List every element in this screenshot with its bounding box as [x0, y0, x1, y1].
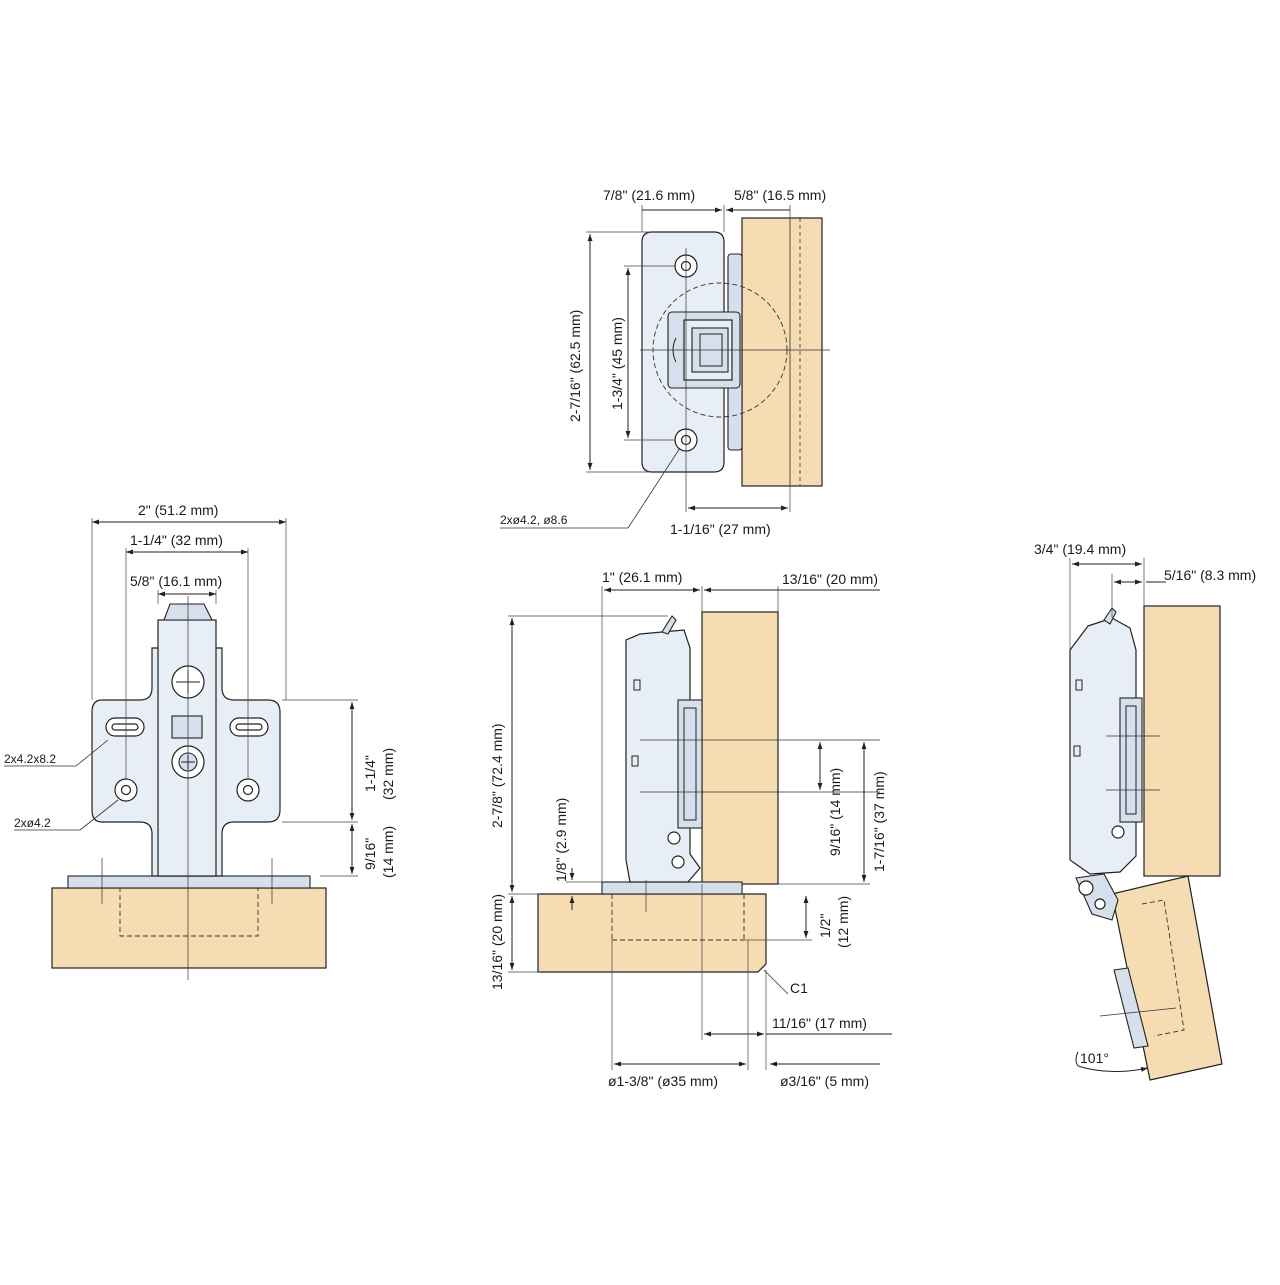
dim-side-width-cup: 1" (26.1 mm): [602, 569, 682, 585]
top-panel: [741, 217, 823, 487]
dim-side-door-thickness: 13/16" (20 mm): [489, 894, 505, 990]
dim-side-height-total: 2-7/8" (72.4 mm): [489, 723, 505, 828]
side-view: 1" (26.1 mm) 13/16" (20 mm) 2-7/8" (72.4…: [489, 569, 892, 1089]
dim-side-door-thick: 13/16" (20 mm): [782, 571, 878, 587]
side-door-panel: [701, 611, 779, 885]
dim-side-pitch: 9/16" (14 mm): [827, 768, 843, 856]
dim-front-height-upper-a: 1-1/4": [362, 755, 378, 792]
dim-open-width: 3/4" (19.4 mm): [1034, 541, 1126, 557]
dim-side-height-plate: 1-7/16" (37 mm): [871, 771, 887, 872]
open-view: 3/4" (19.4 mm) 5/16" (8.3 mm) 101°: [1034, 541, 1256, 1081]
dim-side-cup-depth-a: 1/2": [817, 914, 833, 938]
dim-top-depth: 1-1/16" (27 mm): [670, 521, 771, 537]
dim-side-gap: 1/8" (2.9 mm): [553, 798, 569, 882]
dim-front-height-upper-b: (32 mm): [380, 748, 396, 800]
label-top-holes: 2xø4.2, ø8.6: [500, 513, 568, 527]
label-side-chamfer: C1: [790, 980, 808, 996]
dim-side-cup-dia: ø1-3/8" (ø35 mm): [608, 1073, 718, 1089]
dim-top-width-right: 5/8" (16.5 mm): [734, 187, 826, 203]
dim-front-pitch-inner: 5/8" (16.1 mm): [130, 573, 222, 589]
dim-side-min-dist: ø3/16" (5 mm): [780, 1073, 869, 1089]
label-front-holes: 2xø4.2: [14, 816, 51, 830]
dim-top-height-total: 2-7/16" (62.5 mm): [567, 310, 583, 422]
dim-front-overall-width: 2" (51.2 mm): [138, 502, 218, 518]
dim-front-height-lower-a: 9/16": [362, 838, 378, 870]
dim-side-edge-dist: 11/16" (17 mm): [772, 1015, 867, 1031]
dim-front-pitch-outer: 1-1/4" (32 mm): [130, 532, 223, 548]
dim-open-overlay: 5/16" (8.3 mm): [1164, 567, 1256, 583]
dim-top-width-left: 7/8" (21.6 mm): [603, 187, 695, 203]
top-view: 7/8" (21.6 mm) 5/8" (16.5 mm) 2-7/16" (6…: [500, 187, 830, 537]
front-view: 2" (51.2 mm) 1-1/4" (32 mm) 5/8" (16.1 m…: [4, 502, 396, 980]
dim-front-height-lower-b: (14 mm): [380, 826, 396, 878]
open-door-panel: [1143, 605, 1221, 877]
label-open-angle: 101°: [1080, 1050, 1109, 1066]
front-panel: [51, 887, 327, 969]
dim-side-cup-depth-b: (12 mm): [835, 896, 851, 948]
label-front-slots: 2x4.2x8.2: [4, 752, 56, 766]
dim-top-hole-pitch: 1-3/4" (45 mm): [609, 317, 625, 410]
